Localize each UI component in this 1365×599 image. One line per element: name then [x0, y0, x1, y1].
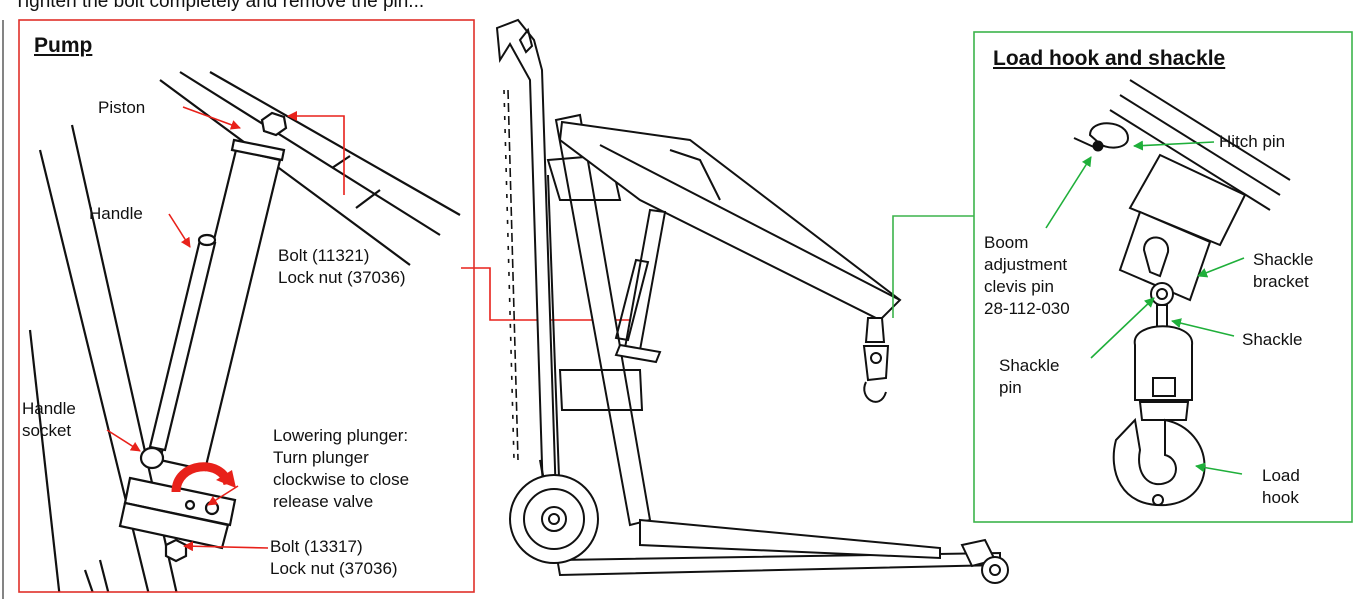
hook-detail-frame	[973, 31, 1353, 523]
hook-title: Load hook and shackle	[993, 47, 1226, 70]
load-hook-label-line2: hook	[1262, 488, 1299, 507]
handle-label: Handle	[89, 204, 143, 223]
pump-title: Pump	[34, 34, 93, 57]
pump-detail-frame	[18, 19, 475, 593]
hitch-pin-label: Hitch pin	[1219, 132, 1286, 151]
shackle-pin-label-line2: pin	[999, 378, 1022, 397]
shackle-pin-label-line1: Shackle	[999, 356, 1060, 375]
lowering-plunger-label-line2: Turn plunger	[273, 448, 369, 467]
lowering-plunger-label-line1: Lowering plunger:	[273, 426, 409, 445]
shackle-bracket-label-line1: Shackle	[1253, 250, 1314, 269]
shackle-bracket-label-line2: bracket	[1253, 272, 1309, 291]
hook-leader-arrows	[1045, 140, 1245, 475]
hook-detail-drawing	[1073, 79, 1291, 507]
handle-socket-label-line2: socket	[22, 421, 72, 437]
bolt-top-label: Bolt (11321)	[278, 246, 370, 265]
boom-pin-label-line3: clevis pin	[984, 277, 1054, 296]
piston-label: Piston	[98, 98, 146, 117]
engine-crane-drawing	[495, 18, 1009, 584]
locknut-top-label: Lock nut (37036)	[278, 268, 406, 287]
locknut-bottom-label: Lock nut (37036)	[270, 559, 398, 578]
pump-leader-lines	[106, 106, 640, 552]
boom-pin-label-line4: 28-112-030	[984, 299, 1070, 318]
hook-leader-line	[892, 215, 974, 318]
lowering-plunger-label-line3: clockwise to close	[273, 470, 410, 489]
lowering-plunger-label-line4: release valve	[273, 492, 374, 511]
shackle-label: Shackle	[1242, 330, 1303, 349]
bolt-bottom-label: Bolt (13317)	[270, 537, 363, 556]
load-hook-label-line1: Load	[1262, 466, 1300, 485]
boom-pin-label-line2: adjustment	[984, 255, 1068, 274]
handle-socket-label-line1: Handle	[22, 399, 76, 418]
boom-pin-label-line1: Boom	[984, 233, 1029, 252]
pump-detail-drawing	[28, 71, 461, 592]
page-top-text: Tighten the bolt completely and remove t…	[14, 0, 425, 12]
